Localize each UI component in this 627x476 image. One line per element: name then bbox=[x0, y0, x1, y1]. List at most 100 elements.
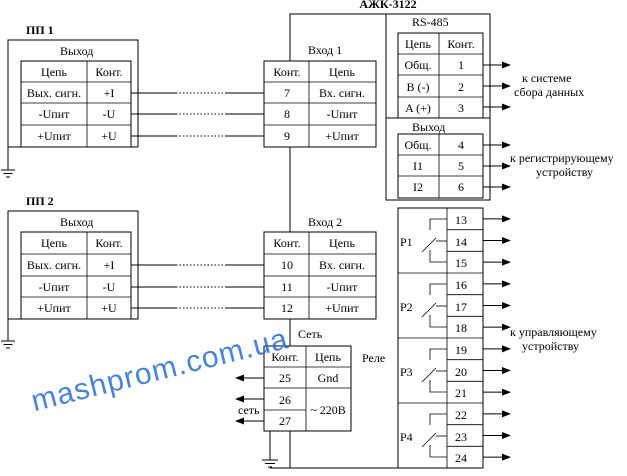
arrow-right-icon bbox=[502, 258, 511, 266]
ground-icon bbox=[1, 333, 15, 349]
sensor-1-block: ПП 1 Выход Цепь Конт. Вых. сигн. +I -Uпи… bbox=[1, 23, 139, 178]
power-col-contact: Конт. bbox=[271, 350, 298, 364]
input-2-row-contact: 11 bbox=[281, 280, 293, 294]
input-1-row-contact: 8 bbox=[284, 107, 290, 121]
relay-contact: 17 bbox=[455, 300, 467, 314]
arrow-right-icon bbox=[502, 388, 511, 396]
rs485-row-contact: 1 bbox=[458, 58, 464, 72]
rs485-row-chain: Общ. bbox=[404, 58, 431, 72]
sensor-1-block-label: Выход bbox=[60, 44, 93, 58]
relay-switch-icon bbox=[421, 283, 447, 328]
relay-contact: 24 bbox=[455, 451, 467, 465]
output-row-contact: 5 bbox=[458, 159, 464, 173]
output-row-chain: I2 bbox=[413, 180, 423, 194]
relay-switch-icon bbox=[421, 413, 447, 458]
sensor-1-col-chain: Цепь bbox=[41, 65, 67, 79]
arrow-right-icon bbox=[502, 215, 511, 223]
relay-note: к управляющему bbox=[510, 325, 597, 339]
rs485-col-contact: Конт. bbox=[447, 37, 474, 51]
relay-contact: 18 bbox=[455, 321, 467, 335]
relay-contact: 14 bbox=[455, 235, 467, 249]
power-title: Сеть bbox=[298, 327, 323, 341]
power-gnd: Gnd bbox=[318, 371, 339, 385]
relay-contact: 23 bbox=[455, 430, 467, 444]
relay-note: устройству bbox=[522, 339, 579, 353]
output-note: устройству bbox=[536, 165, 593, 179]
power-voltage: ~ 220В bbox=[310, 403, 346, 417]
sensor-2-row-contact: -U bbox=[103, 280, 116, 294]
sensor-2-block: ПП 2 Выход Цепь Конт. Вых. сигн. +I -Uпи… bbox=[1, 194, 139, 349]
relay-contact: 22 bbox=[455, 408, 467, 422]
rs485-row-chain: B (-) bbox=[407, 80, 430, 94]
relay-contact: 19 bbox=[455, 343, 467, 357]
sensor-1-row-chain: -Uпит bbox=[39, 107, 71, 121]
sensor-2-row-chain: -Uпит bbox=[39, 280, 71, 294]
input-1-row-chain: -Uпит bbox=[327, 107, 359, 121]
sensor-2-title: ПП 2 bbox=[26, 194, 54, 208]
output-note: к регистрирующему bbox=[510, 151, 614, 165]
input-2-row-chain: Вх. сигн. bbox=[319, 258, 365, 272]
power-contact: 26 bbox=[279, 393, 291, 407]
power-contact: 27 bbox=[279, 414, 291, 428]
relay-block: Реле Р1 Р2 Р3 Р4 13 14 15 16 17 18 19 20… bbox=[362, 207, 597, 469]
rs485-block: RS-485 Цепь Конт. Общ. 1 B (-) 2 A (+) 3… bbox=[385, 13, 584, 119]
input-1-row-contact: 7 bbox=[284, 86, 290, 100]
sensor-1-row-contact: +I bbox=[104, 86, 115, 100]
arrow-right-icon bbox=[502, 367, 511, 374]
relay-switch-icon bbox=[421, 218, 447, 263]
input-1-row-chain: +Uпит bbox=[325, 129, 359, 143]
sensor-2-row-chain: Вых. сигн. bbox=[27, 258, 81, 272]
relay-group-label: Р1 bbox=[400, 235, 413, 249]
rs485-title: RS-485 bbox=[412, 15, 449, 29]
input-2-row-chain: -Uпит bbox=[327, 280, 359, 294]
input-2-col-contact: Конт. bbox=[273, 236, 300, 250]
input-2-row-chain: +Uпит bbox=[325, 301, 359, 315]
arrow-right-icon bbox=[502, 453, 511, 461]
input-1-block: Вход 1 Конт. Цепь 7 Вх. сигн. 8 -Uпит 9 … bbox=[263, 43, 377, 148]
relay-contact: 16 bbox=[455, 278, 467, 292]
input-2-row-contact: 10 bbox=[281, 258, 293, 272]
arrow-right-icon bbox=[502, 280, 511, 288]
relay-contact: 13 bbox=[455, 213, 467, 227]
input-2-row-contact: 12 bbox=[281, 301, 293, 315]
arrow-right-icon bbox=[502, 237, 511, 244]
power-block: Сеть Конт. Цепь 25 26 27 Gnd ~ 220В сеть bbox=[235, 327, 352, 468]
rs485-note: сбора данных bbox=[514, 85, 584, 99]
sensor-2-block-label: Выход bbox=[60, 215, 93, 229]
relay-contact: 21 bbox=[455, 386, 467, 400]
relay-group-label: Р4 bbox=[400, 430, 413, 444]
arrow-right-icon bbox=[502, 410, 511, 418]
input-2-title: Вход 2 bbox=[308, 215, 342, 229]
device-title: АЖК-3122 bbox=[359, 0, 416, 11]
power-col-chain: Цепь bbox=[315, 350, 341, 364]
output-row-chain: I1 bbox=[413, 159, 423, 173]
sensor-2-col-contact: Конт. bbox=[95, 236, 122, 250]
power-side-label: сеть bbox=[238, 403, 260, 417]
sensor-1-row-chain: Вых. сигн. bbox=[27, 86, 81, 100]
sensor-1-row-chain: +Uпит bbox=[37, 129, 71, 143]
output-title: Выход bbox=[412, 120, 445, 134]
input-1-row-contact: 9 bbox=[284, 129, 290, 143]
arrow-right-icon bbox=[502, 323, 511, 331]
sensor-2-row-contact: +U bbox=[101, 301, 117, 315]
input-2-col-chain: Цепь bbox=[329, 236, 355, 250]
relay-group-label: Р3 bbox=[400, 365, 413, 379]
arrow-right-icon bbox=[502, 345, 511, 353]
rs485-row-contact: 3 bbox=[458, 101, 464, 115]
sensor-2-row-chain: +Uпит bbox=[37, 301, 71, 315]
sensor-1-col-contact: Конт. bbox=[95, 65, 122, 79]
rs485-row-contact: 2 bbox=[458, 80, 464, 94]
output-block: Выход Общ. 4 I1 5 I2 6 к регистрирующему… bbox=[385, 117, 614, 201]
input-1-col-contact: Конт. bbox=[273, 65, 300, 79]
relay-contact: 20 bbox=[455, 365, 467, 379]
relay-contact: 15 bbox=[455, 256, 467, 270]
output-row-chain: Общ. bbox=[404, 138, 431, 152]
rs485-note: к системе bbox=[522, 71, 571, 85]
rs485-col-chain: Цепь bbox=[405, 37, 431, 51]
sensor-1-row-contact: -U bbox=[103, 107, 116, 121]
power-contact: 25 bbox=[279, 371, 291, 385]
input-1-title: Вход 1 bbox=[308, 43, 342, 57]
output-row-contact: 6 bbox=[458, 180, 464, 194]
sensor-1-title: ПП 1 bbox=[26, 23, 54, 37]
